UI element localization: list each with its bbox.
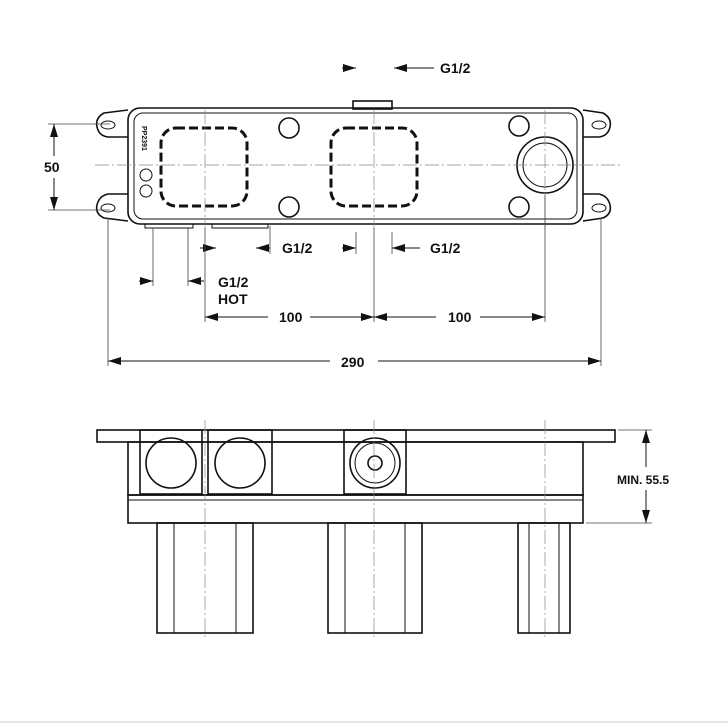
side-port-middle	[214, 437, 266, 489]
side-base-band	[127, 494, 584, 524]
dim-g12-mid-left: G1/2	[200, 226, 313, 256]
svg-text:MIN. 55.5: MIN. 55.5	[617, 473, 669, 487]
svg-text:HOT: HOT	[218, 291, 248, 307]
fixing-hole	[278, 196, 300, 218]
fixing-hole	[508, 115, 530, 137]
dim-g12-mid-right: G1/2	[342, 232, 461, 256]
top-outlet-nipple	[352, 100, 393, 110]
fixing-hole	[508, 196, 530, 218]
mounting-ears	[95, 109, 612, 222]
svg-text:G1/2: G1/2	[218, 274, 249, 290]
valve-body-outline	[127, 107, 584, 225]
side-port-outlet	[349, 437, 401, 489]
svg-text:50: 50	[44, 159, 60, 175]
svg-text:G1/2: G1/2	[430, 240, 461, 256]
side-legs	[156, 522, 571, 634]
svg-text:G1/2: G1/2	[282, 240, 313, 256]
cartridge-left	[159, 126, 249, 208]
fixing-hole	[278, 117, 300, 139]
dim-g12-hot: G1/2 HOT	[139, 228, 249, 307]
dim-overall-290: 290	[107, 218, 602, 370]
side-flange	[96, 429, 616, 443]
side-view: MIN. 55.5	[96, 420, 669, 640]
svg-text:290: 290	[341, 354, 365, 370]
svg-text:100: 100	[279, 309, 303, 325]
top-view: PP2391 G1/2 50	[44, 60, 620, 370]
dim-min-depth: MIN. 55.5	[586, 429, 669, 524]
side-port-left	[145, 437, 197, 489]
svg-text:100: 100	[448, 309, 472, 325]
svg-text:G1/2: G1/2	[440, 60, 471, 76]
side-center-lines	[204, 420, 546, 640]
dim-height-50: 50	[44, 123, 110, 211]
part-code: PP2391	[140, 126, 147, 151]
dim-g12-top: G1/2	[342, 60, 471, 76]
dim-spacing-100: 100 100	[204, 195, 546, 325]
